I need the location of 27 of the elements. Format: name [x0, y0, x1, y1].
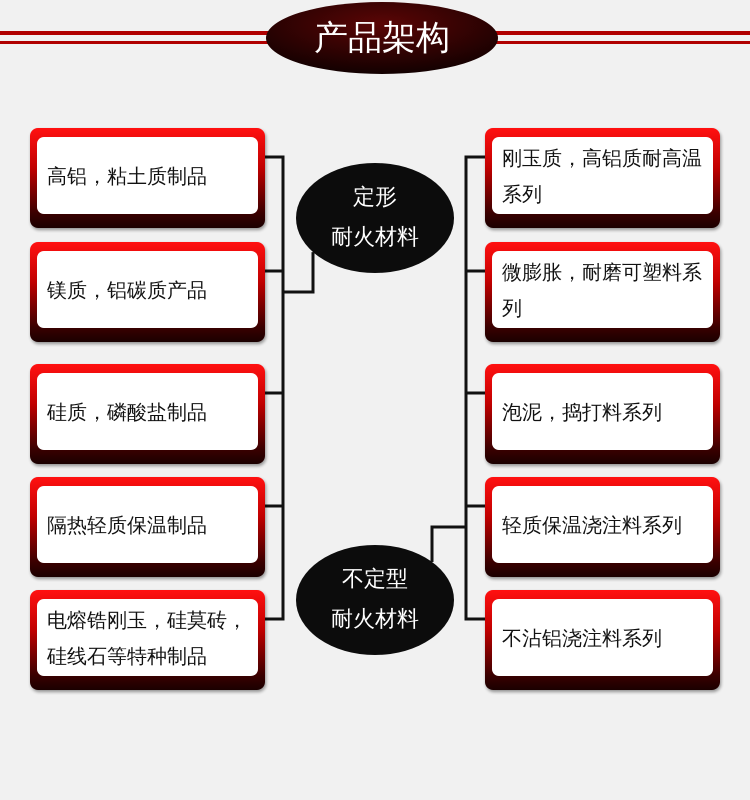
connector-line [265, 252, 314, 620]
product-label: 隔热轻质保温制品 [47, 512, 207, 538]
product-box [30, 364, 265, 464]
product-label: 高铝，粘土质制品 [47, 162, 207, 190]
connector-line [430, 526, 485, 620]
product-label: 硅质，磷酸盐制品 [47, 398, 207, 426]
product-box [30, 477, 265, 577]
category-label: 不定型耐火材料 [331, 566, 419, 634]
product-box [485, 590, 720, 690]
product-label: 镁质，铝碳质产品 [47, 276, 207, 304]
product-label: 刚玉质，高铝质耐高温系列 [502, 144, 703, 208]
product-label: 泡泥，捣打料系列 [502, 398, 662, 426]
product-box [30, 128, 265, 228]
product-box [485, 128, 720, 228]
product-box [485, 477, 720, 577]
product-box [485, 242, 720, 342]
title-banner: 产品架构 [264, 0, 500, 76]
product-label: 轻质保温浇注料系列 [502, 512, 682, 538]
category-ellipse [295, 544, 455, 656]
product-box [30, 590, 265, 690]
category-label: 定形耐火材料 [331, 184, 419, 252]
product-box [485, 364, 720, 464]
product-label: 微膨胀，耐磨可塑料系列 [502, 258, 703, 322]
product-label: 电熔锆刚玉，硅莫砖，硅线石等特种制品 [47, 606, 248, 670]
product-box [30, 242, 265, 342]
category-ellipse [295, 162, 455, 274]
product-label: 不沾铝浇注料系列 [502, 624, 662, 652]
